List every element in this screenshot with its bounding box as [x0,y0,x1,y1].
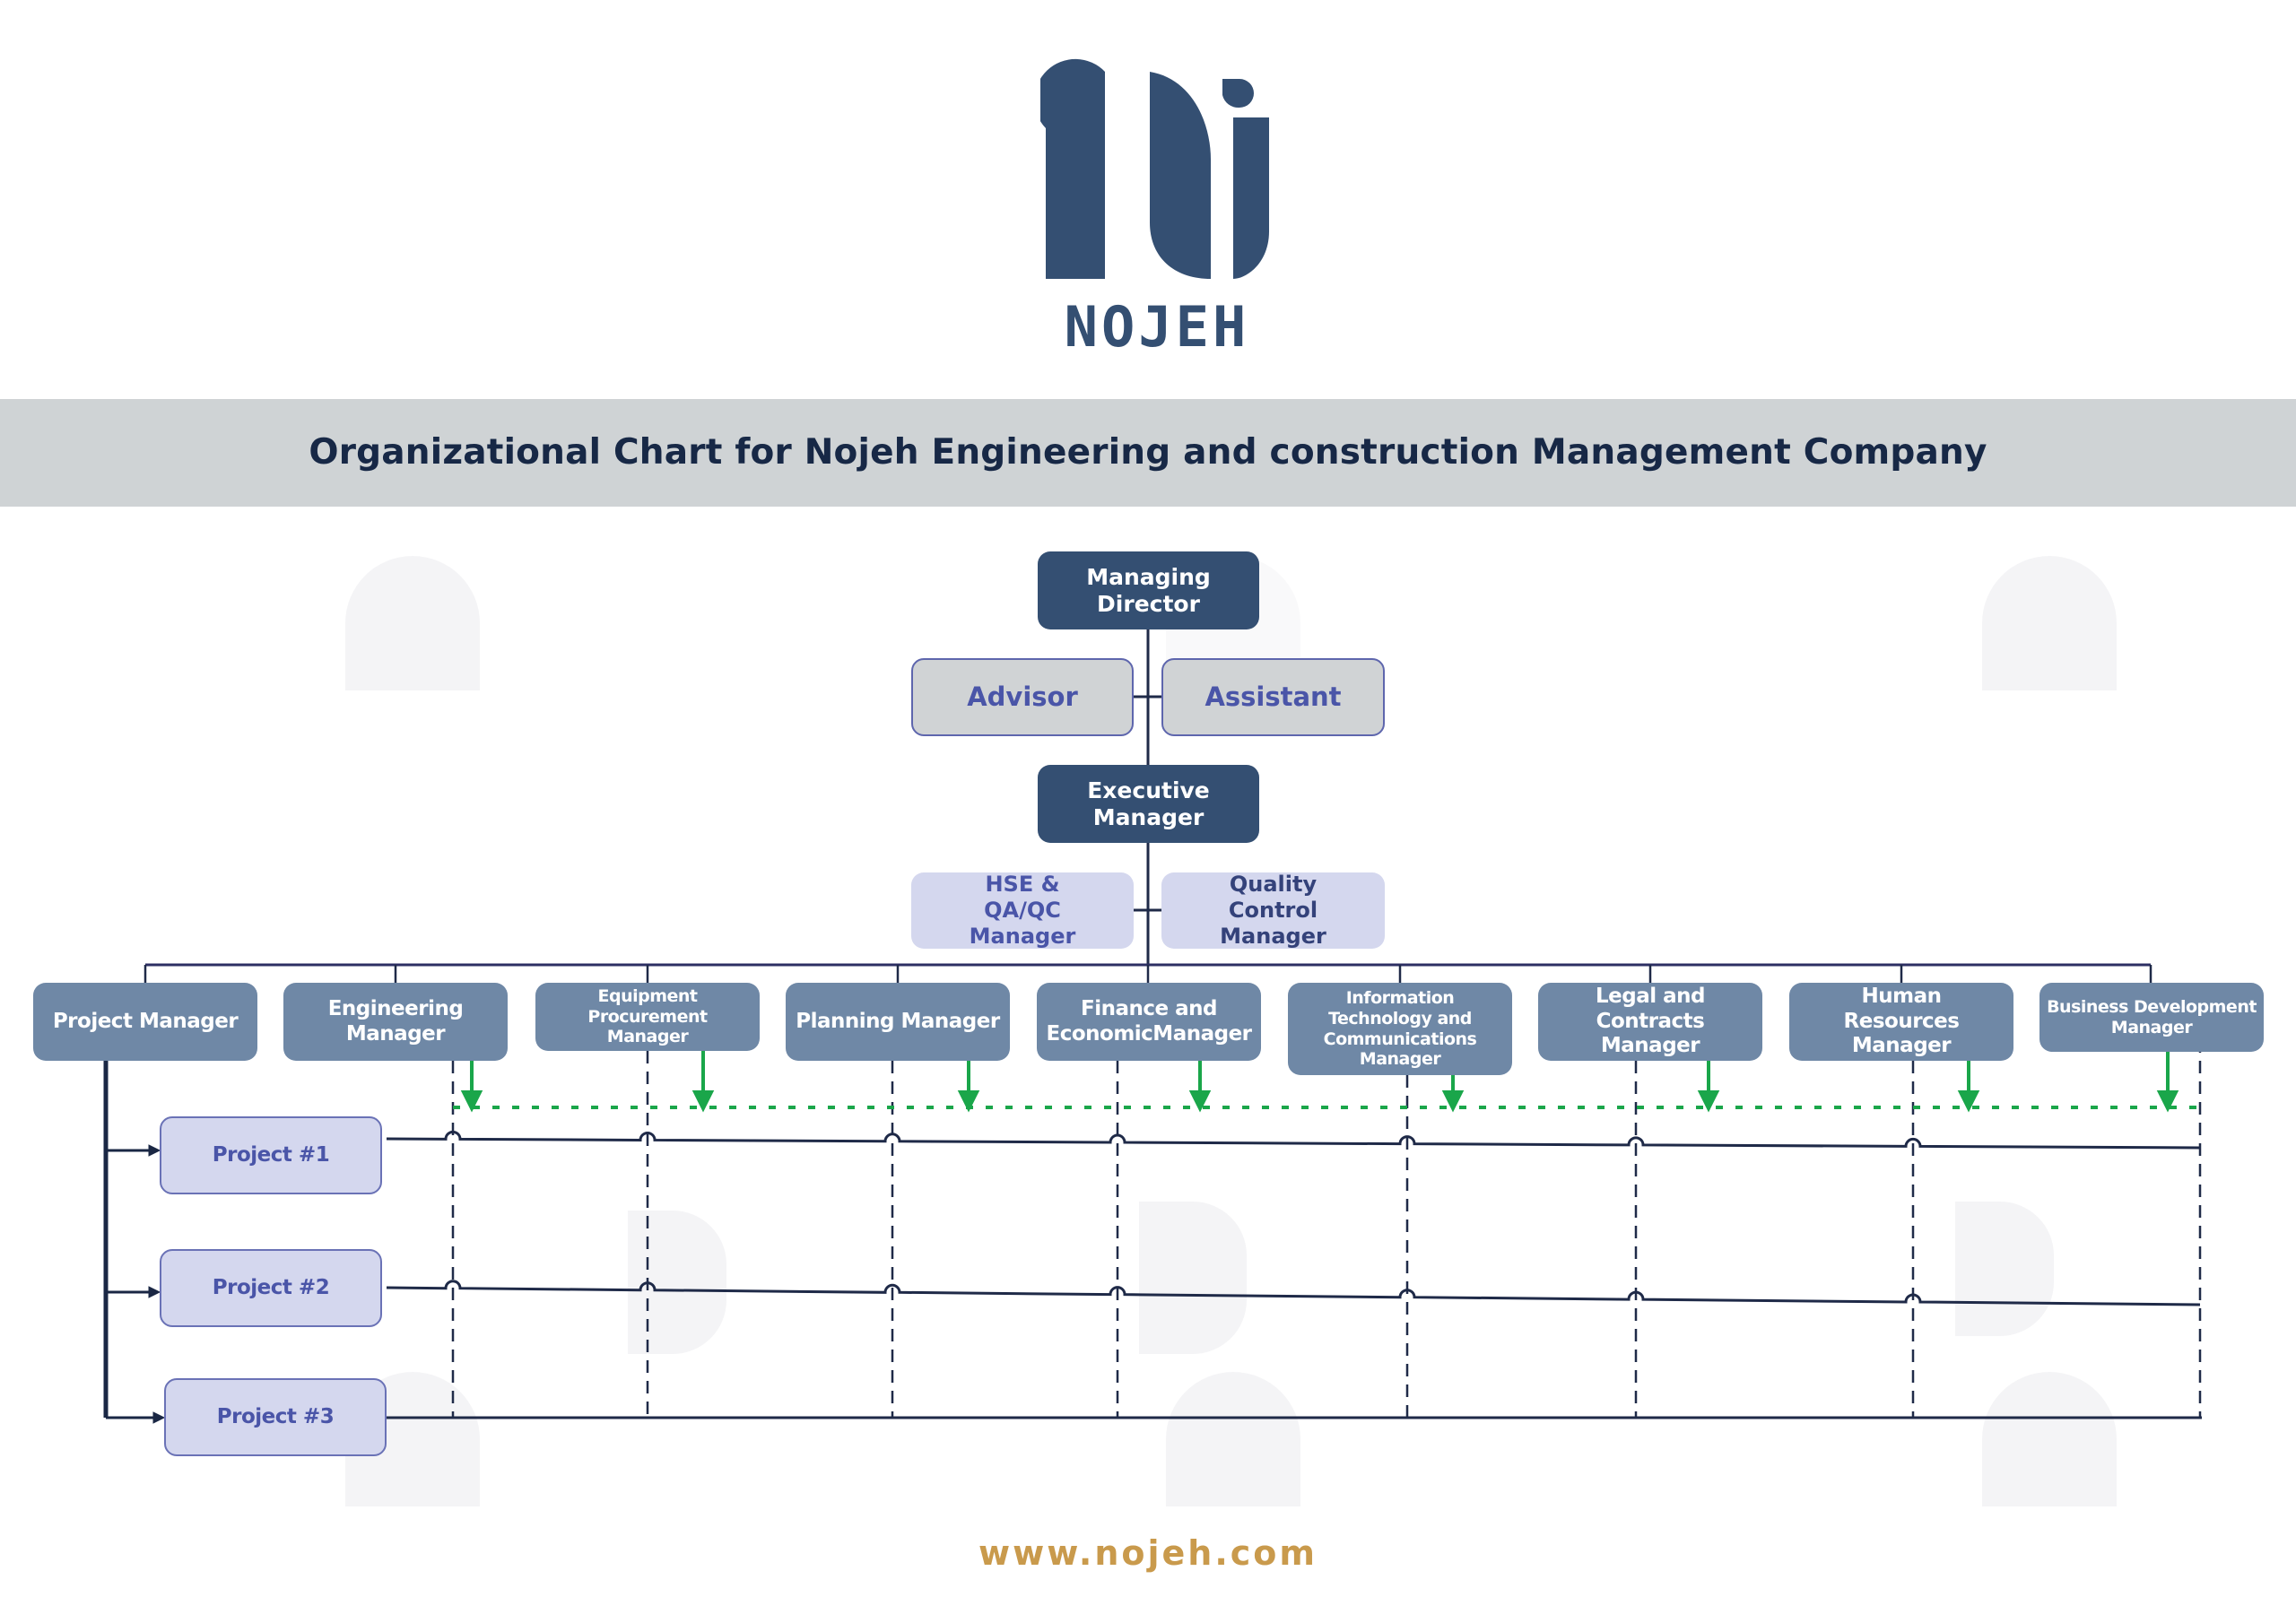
hse-manager-node[interactable]: HSE & QA/QC Manager [911,872,1134,949]
manager-node-legal-contracts[interactable]: Legal and Contracts Manager [1538,983,1762,1061]
arrow-down-icon [1441,1090,1465,1113]
manager-node-equipment-procurement[interactable]: Equipment Procurement Manager [535,983,760,1051]
arrow-down-icon [1697,1090,1720,1113]
arrow-down-icon [2156,1090,2179,1113]
watermark-shape [1982,556,2117,690]
manager-node-it-communications[interactable]: Information Technology and Communication… [1288,983,1512,1075]
project-node-3[interactable]: Project #3 [164,1378,387,1456]
logo-mark-icon [1034,58,1269,279]
managing-director-node[interactable]: Managing Director [1038,551,1259,629]
watermark-shape [345,556,480,690]
manager-node-project[interactable]: Project Manager [33,983,257,1061]
arrow-down-icon [460,1090,483,1113]
project-node-1[interactable]: Project #1 [160,1116,382,1194]
website-url[interactable]: www.nojeh.com [978,1533,1318,1573]
manager-node-business-development[interactable]: Business Development Manager [2039,983,2264,1052]
assistant-node[interactable]: Assistant [1161,658,1385,736]
project-node-2[interactable]: Project #2 [160,1249,382,1327]
watermark-shape [1139,1202,1247,1354]
company-logo: NOJEH [1034,52,1274,360]
advisor-node[interactable]: Advisor [911,658,1134,736]
executive-manager-node[interactable]: Executive Manager [1038,765,1259,843]
watermark-shape [1955,1202,2054,1336]
project-row-line [386,1130,2201,1150]
arrow-head-icon [148,1286,161,1298]
quality-control-manager-node[interactable]: Quality Control Manager [1161,872,1385,949]
arrow-head-icon [148,1144,161,1157]
arrow-down-icon [1188,1090,1212,1113]
project-row-line [386,1280,2201,1306]
arrow-head-icon [152,1411,166,1424]
manager-node-human-resources[interactable]: Human Resources Manager [1789,983,2013,1061]
page-title: Organizational Chart for Nojeh Engineeri… [309,432,1987,473]
manager-node-planning[interactable]: Planning Manager [786,983,1010,1061]
manager-node-finance[interactable]: Finance and EconomicManager [1037,983,1261,1061]
manager-node-engineering[interactable]: Engineering Manager [283,983,508,1061]
arrow-down-icon [957,1090,980,1113]
arrow-down-icon [691,1090,715,1113]
arrow-down-icon [1957,1090,1980,1113]
logo-wordmark: NOJEH [1064,294,1250,360]
title-band [0,399,2296,507]
watermark-shape [1166,1372,1300,1506]
watermark-shape [1982,1372,2117,1506]
